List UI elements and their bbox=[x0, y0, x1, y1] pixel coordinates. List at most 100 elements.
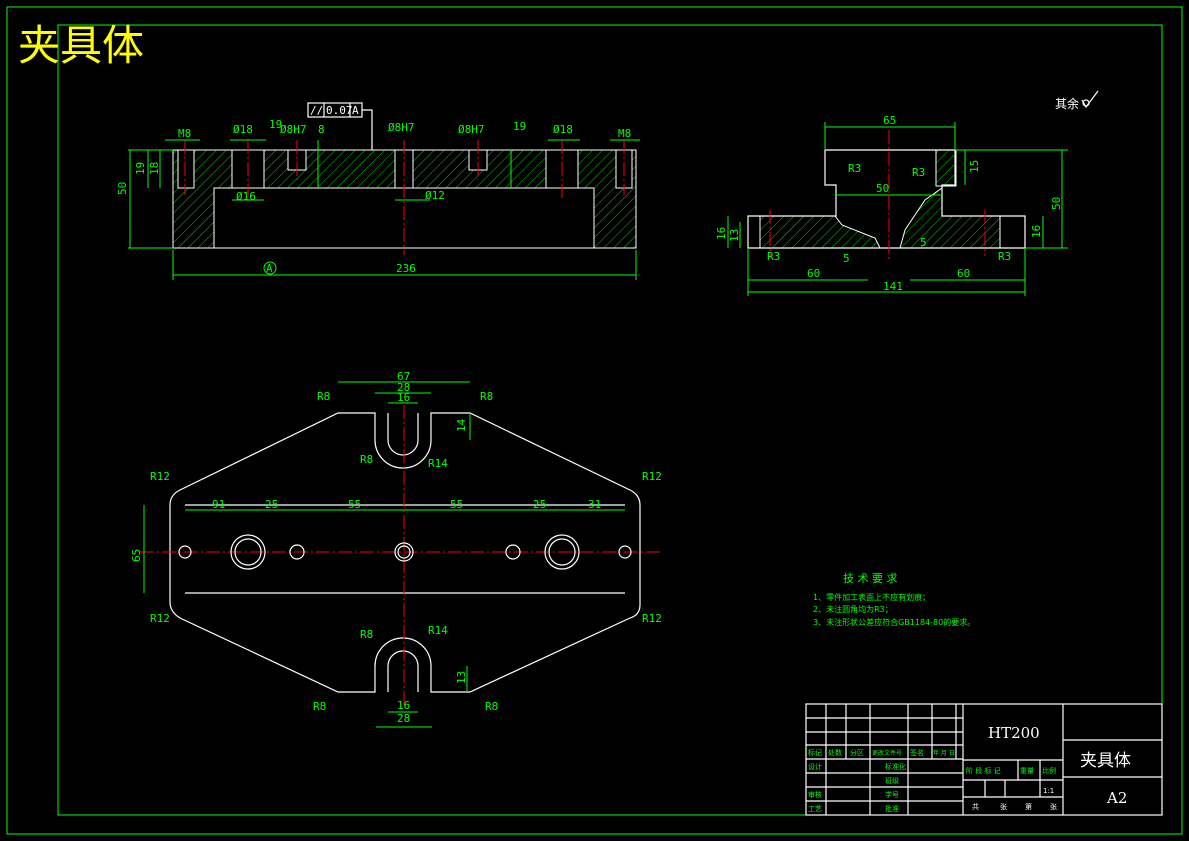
svg-text:A: A bbox=[352, 104, 359, 117]
svg-text:设计: 设计 bbox=[808, 762, 822, 771]
svg-text:50: 50 bbox=[116, 182, 129, 195]
svg-text:50: 50 bbox=[876, 182, 889, 195]
svg-text:15: 15 bbox=[968, 160, 981, 173]
svg-text:Ø18: Ø18 bbox=[553, 123, 573, 136]
svg-text:M8: M8 bbox=[618, 127, 631, 140]
svg-text:R12: R12 bbox=[150, 470, 170, 483]
svg-text:91: 91 bbox=[212, 498, 225, 511]
svg-text:19: 19 bbox=[513, 120, 526, 133]
svg-text:19: 19 bbox=[134, 162, 147, 175]
svg-text:19: 19 bbox=[269, 118, 282, 131]
svg-text:M8: M8 bbox=[178, 127, 191, 140]
svg-text:8: 8 bbox=[318, 123, 325, 136]
svg-text:阶 段 标 记: 阶 段 标 记 bbox=[966, 766, 1001, 775]
svg-text:更改文件号: 更改文件号 bbox=[872, 749, 902, 757]
title-block: HT200 夹具体 A2 1:1 标记 处数 分区 更改文件号 签名 年 月 日… bbox=[805, 703, 1163, 816]
svg-text:批准: 批准 bbox=[885, 804, 899, 813]
svg-text:R8: R8 bbox=[360, 453, 373, 466]
svg-text:31: 31 bbox=[588, 498, 601, 511]
svg-text:标准化: 标准化 bbox=[885, 762, 906, 771]
svg-text:50: 50 bbox=[1050, 197, 1063, 210]
svg-text:张: 张 bbox=[1050, 802, 1057, 811]
svg-text:236: 236 bbox=[396, 262, 416, 275]
svg-text:标记: 标记 bbox=[808, 748, 822, 757]
svg-text:3、未注形状公差应符合GB1184-80的要求。: 3、未注形状公差应符合GB1184-80的要求。 bbox=[813, 617, 975, 627]
svg-text:13: 13 bbox=[455, 671, 468, 684]
svg-text:R8: R8 bbox=[317, 390, 330, 403]
svg-text:技 术 要 求: 技 术 要 求 bbox=[843, 572, 898, 585]
svg-text:共: 共 bbox=[972, 802, 979, 811]
svg-text:55: 55 bbox=[450, 498, 463, 511]
svg-text:学号: 学号 bbox=[885, 790, 899, 799]
svg-text:分区: 分区 bbox=[850, 748, 864, 757]
svg-text:处数: 处数 bbox=[828, 748, 842, 757]
svg-text:28: 28 bbox=[397, 712, 410, 725]
svg-text:14: 14 bbox=[455, 418, 468, 432]
svg-text:60: 60 bbox=[807, 267, 820, 280]
svg-text:1:1: 1:1 bbox=[1043, 787, 1054, 795]
svg-text:R3: R3 bbox=[848, 162, 861, 175]
svg-text:R3: R3 bbox=[767, 250, 780, 263]
svg-text:班级: 班级 bbox=[885, 776, 899, 785]
svg-text:HT200: HT200 bbox=[988, 724, 1040, 742]
svg-text:R8: R8 bbox=[313, 700, 326, 713]
svg-text:Ø12: Ø12 bbox=[425, 189, 445, 202]
svg-text:R14: R14 bbox=[428, 457, 448, 470]
svg-text:审核: 审核 bbox=[808, 790, 822, 799]
svg-text:5: 5 bbox=[843, 252, 850, 265]
svg-text:R3: R3 bbox=[912, 166, 925, 179]
svg-text:其余: 其余 bbox=[1055, 96, 1079, 111]
svg-text:R8: R8 bbox=[485, 700, 498, 713]
svg-text:R3: R3 bbox=[998, 250, 1011, 263]
svg-text:0.07: 0.07 bbox=[326, 104, 353, 117]
datum-marker bbox=[263, 261, 277, 275]
svg-text:2、未注圆角均为R3；: 2、未注圆角均为R3； bbox=[813, 604, 893, 614]
tech-requirements: 技 术 要 求 1、零件加工表面上不应有划痕； 2、未注圆角均为R3； 3、未注… bbox=[813, 572, 975, 627]
svg-text:18: 18 bbox=[148, 162, 161, 175]
svg-text:13: 13 bbox=[728, 229, 741, 242]
svg-text:第: 第 bbox=[1025, 802, 1032, 811]
svg-text:28: 28 bbox=[397, 381, 410, 394]
svg-text:25: 25 bbox=[533, 498, 546, 511]
svg-text:年 月 日: 年 月 日 bbox=[933, 749, 955, 757]
svg-text:25: 25 bbox=[265, 498, 278, 511]
svg-text:R12: R12 bbox=[642, 612, 662, 625]
svg-text:重量: 重量 bbox=[1020, 767, 1034, 775]
svg-text:A: A bbox=[266, 262, 273, 275]
svg-text:65: 65 bbox=[130, 549, 143, 562]
svg-text:60: 60 bbox=[957, 267, 970, 280]
front-view: // 0.07 A M8 Ø18 19 Ø8H7 8 Ø8H7 Ø8H7 19 … bbox=[116, 102, 640, 280]
svg-text:Ø8H7: Ø8H7 bbox=[458, 123, 485, 136]
side-view: 65 R3 R3 50 15 50 16 13 R3 60 60 R3 16 1… bbox=[715, 114, 1068, 296]
svg-text:Ø8H7: Ø8H7 bbox=[388, 121, 415, 134]
svg-text:55: 55 bbox=[348, 498, 361, 511]
svg-text:签名: 签名 bbox=[910, 748, 924, 757]
svg-text:65: 65 bbox=[883, 114, 896, 127]
inner-border bbox=[57, 24, 1163, 816]
svg-text:R12: R12 bbox=[642, 470, 662, 483]
svg-text:67: 67 bbox=[397, 370, 410, 383]
svg-text:R8: R8 bbox=[360, 628, 373, 641]
outer-border bbox=[6, 6, 1183, 835]
svg-text:16: 16 bbox=[397, 391, 410, 404]
svg-text:R14: R14 bbox=[428, 624, 448, 637]
svg-text:Ø18: Ø18 bbox=[233, 123, 253, 136]
svg-text:A2: A2 bbox=[1106, 789, 1127, 807]
svg-text:16: 16 bbox=[397, 699, 410, 712]
svg-text:141: 141 bbox=[883, 280, 903, 293]
top-view: 67 28 16 R8 R8 14 R8 R14 R12 R12 91 25 5… bbox=[130, 370, 662, 728]
svg-text:Ø8H7: Ø8H7 bbox=[280, 123, 307, 136]
svg-text:Ø16: Ø16 bbox=[236, 190, 256, 203]
svg-text:工艺: 工艺 bbox=[808, 805, 822, 813]
svg-text://: // bbox=[310, 104, 323, 117]
svg-text:R8: R8 bbox=[480, 390, 493, 403]
svg-text:R12: R12 bbox=[150, 612, 170, 625]
svg-text:5: 5 bbox=[920, 236, 927, 249]
svg-text:张: 张 bbox=[1000, 802, 1007, 811]
svg-text:比例: 比例 bbox=[1042, 766, 1056, 775]
drawing-title: 夹具体 bbox=[18, 21, 144, 70]
top-outline bbox=[169, 412, 641, 693]
svg-text:16: 16 bbox=[1030, 225, 1043, 238]
roughness-note: 其余 bbox=[1055, 90, 1099, 111]
